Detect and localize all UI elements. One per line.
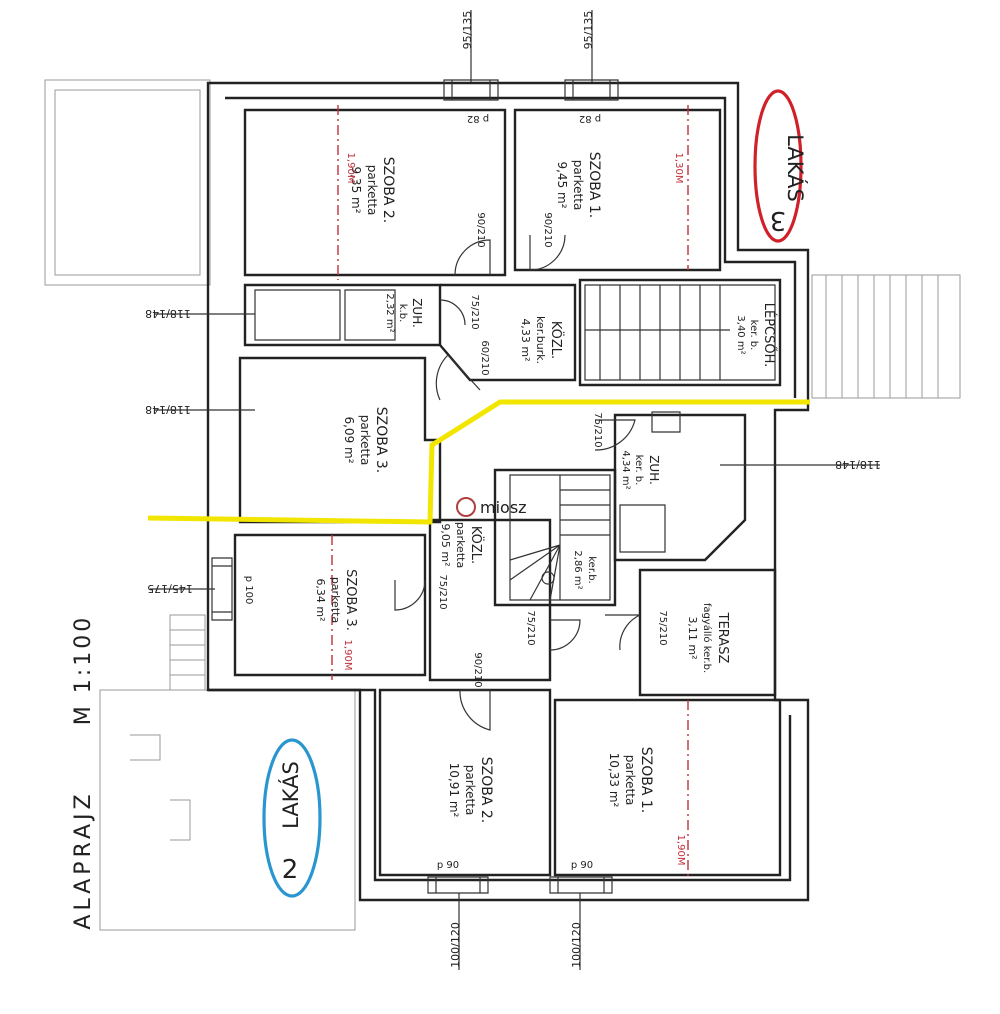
height-label-d: 1,90M [675,835,686,866]
room-kozl-bottom: KÖZL. parketta 9,05 m² [439,522,485,568]
room-szoba1-top: SZOBA 1. parketta 9,45 m² [555,152,602,219]
svg-text:k.b.: k.b. [397,304,408,323]
svg-text:ker.burk.: ker.burk. [534,316,547,364]
svg-text:fagyálló ker.b.: fagyálló ker.b. [701,603,713,673]
door-dim-g: 75/210 [437,574,448,609]
room-stair-bottom: ker.b. 2,86 m² [572,550,597,589]
plan-title: ALAPRAJZ [71,790,96,929]
svg-text:parketta: parketta [365,165,379,216]
door-dim-c: 75/210 [469,294,480,329]
window-dim-top-b: 95/135 [582,11,595,50]
svg-text:parketta: parketta [329,577,342,623]
parapet-left: p 100 [243,576,254,605]
svg-text:SZOBA 2.: SZOBA 2. [478,757,494,824]
parapet-top-b: p 82 [579,113,601,124]
doors [394,234,641,731]
unit-2-marker [262,738,322,898]
plan-scale: M 1:100 [71,615,96,725]
dimension-leaders [150,10,880,970]
svg-text:ZUH.: ZUH. [410,298,424,328]
door-dim-h: 75/210 [525,610,536,645]
stair-top [584,284,776,381]
watermark-text: miosz [480,498,527,517]
door-dim-b: 90/210 [542,212,553,247]
entrance-steps-left [169,614,206,691]
svg-text:2,32 m²: 2,32 m² [384,293,395,332]
height-label-a: 1,90M [345,153,356,184]
door-dim-i: 75/210 [657,610,668,645]
door-dim-a: 90/210 [475,212,486,247]
window-dim-bottom-b: 100/120 [570,922,583,968]
svg-text:6,34 m²: 6,34 m² [314,578,327,621]
parapet-bottom-b: p 90 [571,860,593,871]
svg-text:parketta: parketta [463,765,477,816]
svg-text:LÉPCSŐH.: LÉPCSŐH. [761,303,777,368]
svg-text:SZOBA 1.: SZOBA 1. [586,152,602,219]
unit-2-number: 2 [282,855,299,885]
door-dim-d: 60/210 [479,340,490,375]
svg-text:SZOBA 3.: SZOBA 3. [343,569,358,631]
parapet-bottom-a: p 90 [437,860,459,871]
room-szoba2-bottom: SZOBA 2. parketta 10,91 m² [447,757,494,824]
svg-text:SZOBA 1.: SZOBA 1. [638,747,654,814]
window-dim-right: 118/148 [835,458,881,471]
windows [211,79,619,894]
svg-text:parketta: parketta [623,755,637,806]
unit-divider-line [147,399,810,525]
svg-text:3,40 m²: 3,40 m² [735,315,746,354]
unit-3-label: LAKÁS [783,134,808,202]
svg-text:6,09 m²: 6,09 m² [342,416,356,463]
parapet-top-a: p 82 [467,113,489,124]
room-zuh-bottom: ZUH. ker. b. 4,34 m² [620,450,661,489]
room-terasz: TERASZ fagyálló ker.b. 3,11 m² [686,603,730,673]
unit-3-number: 3 [770,205,787,235]
svg-text:ZUH.: ZUH. [647,455,661,485]
svg-text:2,86 m²: 2,86 m² [572,550,583,589]
height-label-c: 1,90M [342,640,353,671]
interior-walls [233,108,782,877]
room-szoba3-bottom: SZOBA 3. parketta 6,34 m² [314,569,358,631]
svg-text:SZOBA 3.: SZOBA 3. [373,407,389,474]
svg-text:KÖZL.: KÖZL. [548,321,565,359]
room-lepcsoh: LÉPCSŐH. ker. b. 3,40 m² [735,303,777,368]
window-dim-left-mid: 118/148 [145,403,191,416]
svg-text:ker. b.: ker. b. [748,320,759,351]
section-lines [331,105,689,880]
room-szoba2-top: SZOBA 2. parketta 9,35 m² [349,157,396,224]
svg-text:4,33 m²: 4,33 m² [519,318,532,361]
height-label-b: 1,30M [673,153,684,184]
svg-text:9,35 m²: 9,35 m² [349,166,363,213]
svg-text:parketta: parketta [454,522,467,568]
window-dim-left-top: 118/148 [145,307,191,320]
svg-text:4,34 m²: 4,34 m² [620,450,631,489]
svg-text:parketta: parketta [358,415,372,466]
entrance-steps-right [811,274,961,399]
svg-text:ker.b.: ker.b. [586,556,597,584]
window-dim-bottom-a: 100/120 [449,922,462,968]
door-dim-f: 90/210 [472,652,483,687]
svg-text:parketta: parketta [571,160,585,211]
unit-3-marker [753,89,803,243]
window-dim-top-a: 95/135 [461,11,474,50]
stair-bottom [509,474,611,601]
window-dim-left-bottom: 145/175 [147,582,193,595]
svg-text:SZOBA 2.: SZOBA 2. [380,157,396,224]
svg-text:9,05 m²: 9,05 m² [439,523,452,566]
door-dim-e: 75/210 [592,412,603,447]
unit-2-label: LAKÁS [278,761,303,829]
svg-text:10,33 m²: 10,33 m² [607,753,621,808]
svg-text:KÖZL.: KÖZL. [468,526,485,564]
svg-text:10,91 m²: 10,91 m² [447,763,461,818]
watermark-logo-icon [456,497,476,517]
room-zuh-top: ZUH. k.b. 2,32 m² [384,293,424,332]
svg-text:9,45 m²: 9,45 m² [555,161,569,208]
svg-text:ker. b.: ker. b. [633,455,644,486]
room-szoba3-top: SZOBA 3. parketta 6,09 m² [342,407,389,474]
svg-text:3,11 m²: 3,11 m² [686,616,699,659]
room-kozl-top: KÖZL. ker.burk. 4,33 m² [519,316,565,364]
svg-text:TERASZ: TERASZ [715,612,730,664]
room-szoba1-bottom: SZOBA 1. parketta 10,33 m² [607,747,654,814]
